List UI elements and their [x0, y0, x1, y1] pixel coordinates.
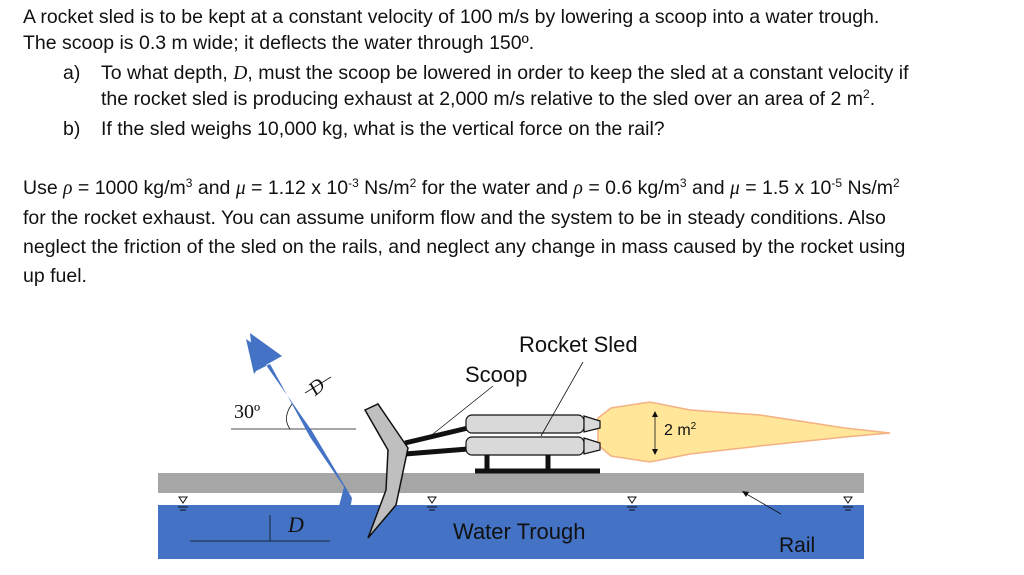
jet-base [330, 505, 374, 559]
scoop-label: Scoop [465, 362, 528, 387]
rail-leader [742, 491, 782, 515]
part-a-line-2: the rocket sled is producing exhaust at … [101, 87, 876, 110]
water-trough-label: Water Trough [453, 519, 586, 544]
part-a-label: a) [63, 62, 81, 84]
angle-label: 30º [234, 401, 261, 423]
intro-line-1: A rocket sled is to be kept at a constan… [23, 6, 880, 28]
part-b-line: If the sled weighs 10,000 kg, what is th… [101, 118, 665, 140]
mu-symbol: μ [235, 178, 246, 199]
intro-text: A rocket sled is to be kept at a constan… [23, 4, 879, 56]
part-a-line-1: To what depth, D, must the scoop be lowe… [101, 62, 909, 84]
rho-symbol: ρ [63, 178, 73, 199]
rail-leader-arrow [742, 491, 749, 497]
rail [158, 473, 864, 493]
givens-line-1: Use ρ = 1000 kg/m3 and μ = 1.12 x 10-3 N… [23, 176, 900, 199]
depth-label: D [288, 512, 304, 537]
area-label: 2 m2 [664, 421, 697, 440]
scoop [363, 403, 409, 539]
water-level-markers [178, 496, 853, 511]
intro-line-2: The scoop is 0.3 m wide; it deflects the… [23, 32, 535, 54]
givens-line-4: up fuel. [23, 265, 87, 287]
sled-structure [404, 425, 600, 474]
jet-arrowhead [246, 339, 268, 374]
rocket-sled-label: Rocket Sled [519, 332, 638, 357]
part-b-label: b) [63, 118, 81, 140]
rocket-sled-leader [540, 361, 584, 437]
jet-thickness-dimension [304, 376, 332, 394]
rocket-exhaust [597, 401, 891, 463]
water-trough [158, 505, 864, 559]
variable-D: D [233, 63, 248, 84]
rocket-bodies [465, 414, 601, 456]
scoop-leader [427, 385, 494, 439]
rail-label: Rail [779, 534, 816, 557]
givens-line-2: for the rocket exhaust. You can assume u… [23, 207, 886, 229]
angle-arc [286, 403, 293, 430]
givens-line-3: neglect the friction of the sled on the … [23, 236, 906, 258]
